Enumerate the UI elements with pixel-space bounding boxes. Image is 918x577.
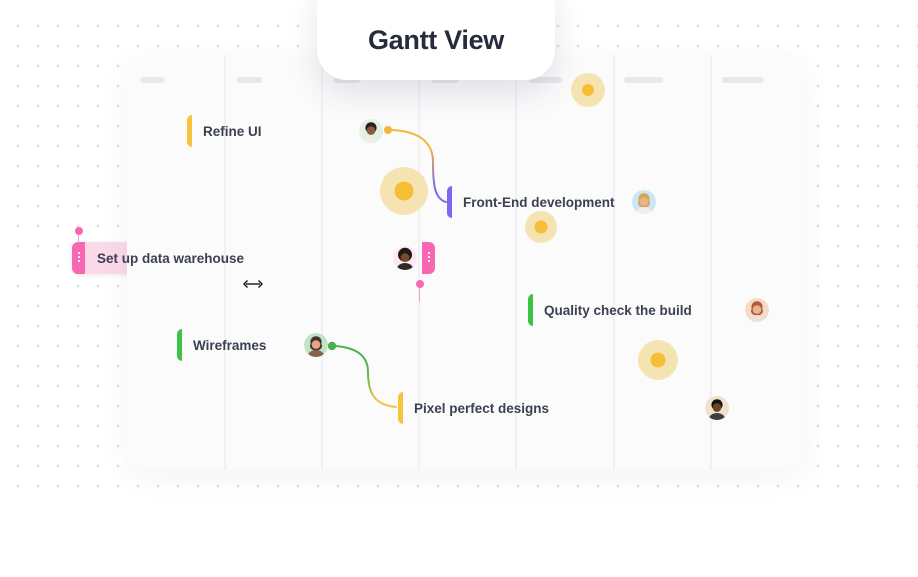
- task-accent: [447, 186, 452, 218]
- column-header-skeleton: [722, 77, 764, 83]
- redhead-woman-avatar[interactable]: [745, 298, 769, 322]
- task-label: Wireframes: [193, 337, 267, 353]
- task-accent: [177, 329, 182, 361]
- column-header-skeleton: [237, 77, 262, 83]
- resize-pin[interactable]: [416, 280, 424, 288]
- page-title: Gantt View: [367, 25, 505, 55]
- column-divider: [515, 55, 517, 470]
- column-divider: [321, 55, 323, 470]
- grip-dots-icon: [77, 252, 80, 264]
- dark-man-avatar[interactable]: [705, 396, 729, 420]
- column-header-skeleton: [529, 77, 562, 83]
- pin-stem: [78, 234, 79, 243]
- task-label: Quality check the build: [544, 302, 692, 318]
- column-header-skeleton: [624, 77, 663, 83]
- milestone-dot[interactable]: [525, 211, 557, 243]
- pin-stem: [419, 288, 420, 302]
- milestone-core-icon: [582, 84, 594, 96]
- milestone-dot[interactable]: [571, 73, 605, 107]
- milestone-core-icon: [650, 352, 666, 368]
- gantt-view-card: Gantt View: [317, 0, 555, 80]
- brunette-woman-avatar[interactable]: [304, 333, 328, 357]
- column-header-skeleton: [140, 77, 165, 83]
- milestone-core-icon: [394, 181, 414, 201]
- afro-man-avatar[interactable]: [393, 246, 417, 270]
- task-accent: [187, 115, 192, 147]
- column-divider: [418, 55, 420, 470]
- drag-handle-right[interactable]: [422, 242, 435, 274]
- column-divider: [613, 55, 615, 470]
- horizontal-resize-cursor: [243, 280, 263, 288]
- task-label: Pixel perfect designs: [414, 400, 550, 416]
- task-label: Refine UI: [203, 123, 262, 139]
- drag-handle-left[interactable]: [72, 242, 85, 274]
- task-accent: [398, 392, 403, 424]
- resize-pin[interactable]: [75, 227, 83, 235]
- column-divider: [224, 55, 226, 470]
- task-label: Set up data warehouse: [97, 250, 245, 266]
- grip-dots-icon: [427, 252, 430, 264]
- task-accent: [528, 294, 533, 326]
- milestone-dot[interactable]: [380, 167, 428, 215]
- column-divider: [710, 55, 712, 470]
- milestone-dot[interactable]: [638, 340, 678, 380]
- bearded-man-avatar[interactable]: [359, 119, 383, 143]
- milestone-core-icon: [534, 220, 548, 234]
- task-label: Front-End development: [463, 194, 615, 210]
- blonde-woman-avatar[interactable]: [632, 190, 656, 214]
- gantt-panel: [127, 55, 805, 470]
